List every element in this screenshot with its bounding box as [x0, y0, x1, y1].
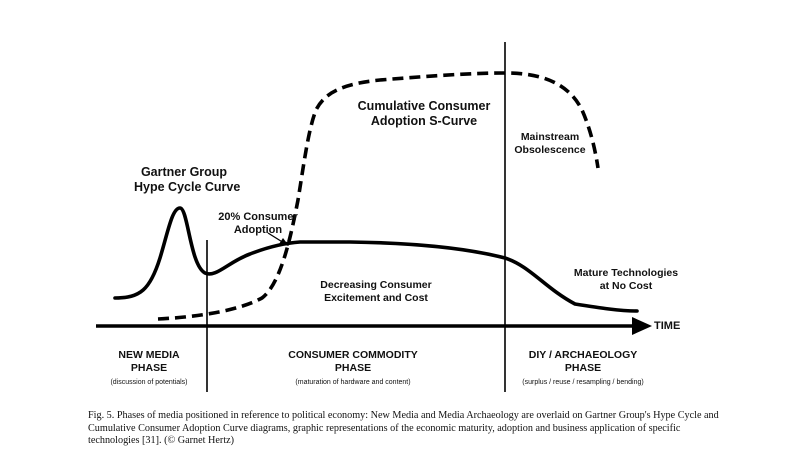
adoption-pointer-arrowhead: [279, 238, 289, 246]
phase-diy-archaeology-note: (surplus / reuse / resampling / bending): [522, 378, 644, 386]
mature-technologies-label: Mature Technologies at No Cost: [573, 267, 679, 292]
obsolescence-label: Mainstream Obsolescence: [514, 131, 586, 156]
phase-new-media-note: (discussion of potentials): [110, 378, 188, 386]
time-axis-label: TIME: [654, 320, 681, 332]
hype-cycle-curve: [113, 206, 639, 313]
adoption-s-curve-label: Cumulative Consumer Adoption S-Curve: [357, 99, 491, 129]
adoption-s-curve: [157, 71, 600, 321]
figure-caption: Fig. 5. Phases of media positioned in re…: [88, 410, 719, 447]
adoption-20-label: 20% Consumer Adoption: [218, 211, 298, 237]
time-axis-arrowhead: [632, 317, 652, 335]
gartner-hype-label: Gartner Group Hype Cycle Curve: [134, 165, 241, 195]
phase-consumer-commodity: CONSUMER COMMODITY PHASE (maturation of …: [278, 349, 428, 387]
decreasing-excitement-label: Decreasing Consumer Excitement and Cost: [320, 279, 432, 304]
phase-consumer-commodity-note: (maturation of hardware and content): [295, 378, 411, 386]
phase-new-media: NEW MEDIA PHASE (discussion of potential…: [96, 349, 202, 387]
phase-diy-archaeology: DIY / ARCHAEOLOGY PHASE (surplus / reuse…: [508, 349, 658, 387]
